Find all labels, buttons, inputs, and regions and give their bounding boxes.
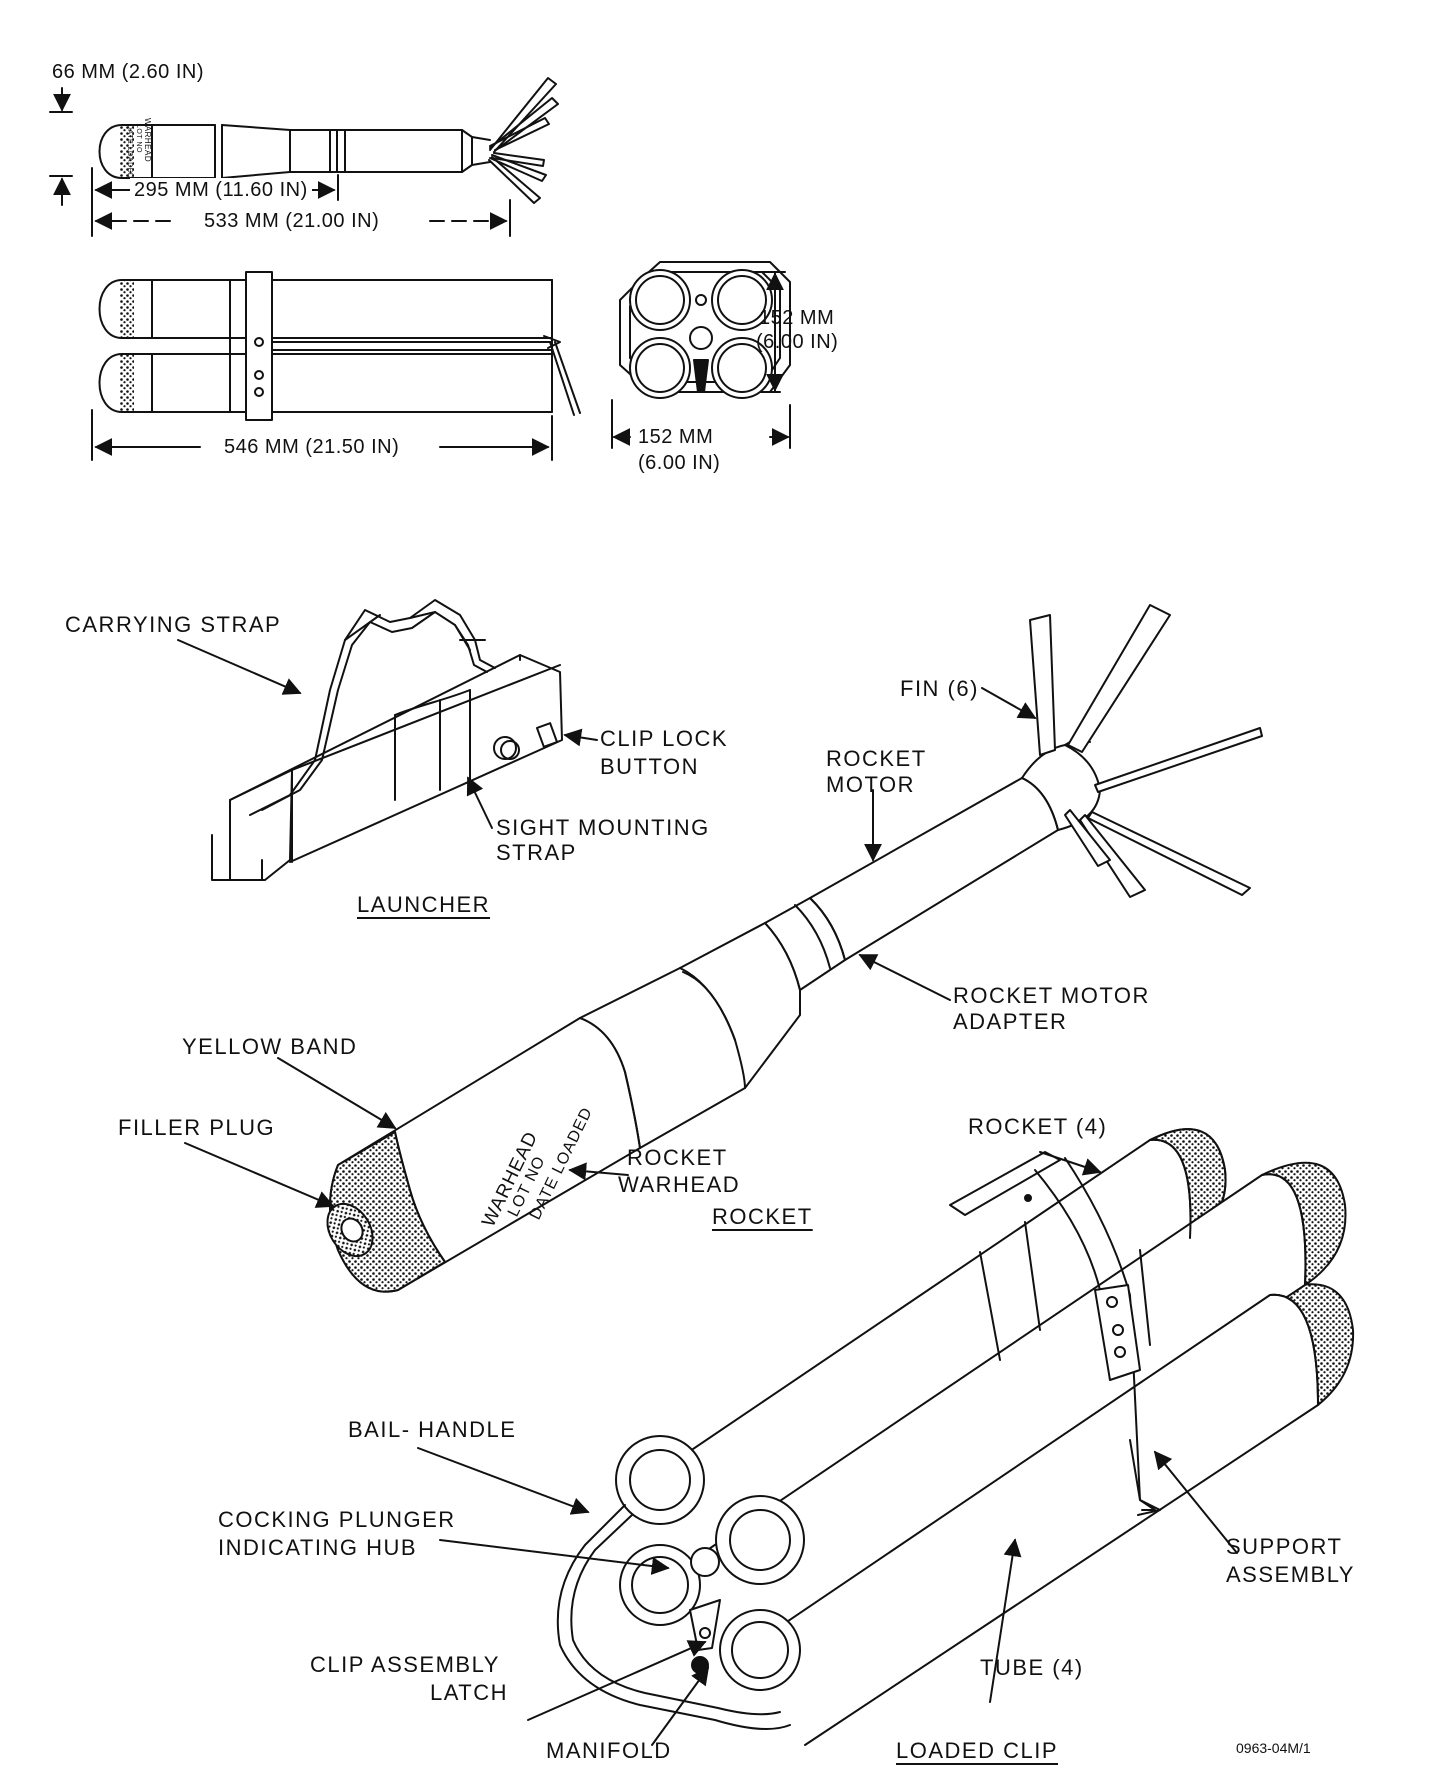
label-rocket-warhead-1: ROCKET	[627, 1145, 728, 1170]
label-rocket-motor-2: MOTOR	[826, 772, 915, 797]
loaded-clip-illustration	[558, 1129, 1353, 1745]
dim-rocket-length: 533 MM (21.00 IN)	[200, 209, 384, 233]
side-view-clip	[92, 262, 790, 460]
label-manifold: MANIFOLD	[546, 1738, 672, 1763]
callout-leaders	[178, 640, 1237, 1745]
figure-code: 0963-04M/1	[1236, 1740, 1311, 1756]
label-clip-lock-button-1: CLIP LOCK	[600, 726, 729, 751]
label-filler-plug: FILLER PLUG	[118, 1115, 276, 1140]
label-carrying-strap: CARRYING STRAP	[65, 612, 282, 637]
label-cocking-plunger-1: COCKING PLUNGER	[218, 1507, 456, 1532]
label-sight-mounting-2: STRAP	[496, 840, 577, 865]
label-rocket-motor-1: ROCKET	[826, 746, 927, 771]
side-view-rocket	[50, 78, 558, 236]
dim-clip-width-in: (6.00 IN)	[638, 452, 721, 474]
dim-clip-length: 546 MM (21.50 IN)	[220, 435, 404, 459]
label-tube: TUBE (4)	[980, 1655, 1084, 1680]
label-bail-handle: BAIL- HANDLE	[348, 1417, 517, 1442]
small-marking-date: DATE LOADED	[126, 124, 133, 179]
title-loaded-clip: LOADED CLIP	[896, 1738, 1058, 1763]
label-clip-assembly-latch-2: LATCH	[430, 1680, 508, 1705]
rocket-illustration	[318, 605, 1262, 1292]
dim-warhead-length: 295 MM (11.60 IN)	[130, 178, 312, 202]
title-launcher: LAUNCHER	[357, 892, 491, 917]
small-marking-warhead: WARHEAD	[143, 118, 152, 163]
label-cocking-plunger-2: INDICATING HUB	[218, 1535, 418, 1560]
label-rocket-count: ROCKET (4)	[968, 1114, 1108, 1139]
title-rocket: ROCKET	[712, 1204, 813, 1229]
dim-diameter: 66 MM (2.60 IN)	[52, 61, 204, 83]
label-clip-lock-button-2: BUTTON	[600, 754, 700, 779]
label-rocket-motor-adapter-2: ADAPTER	[953, 1009, 1068, 1034]
dim-clip-width-mm: 152 MM	[634, 425, 718, 449]
label-sight-mounting-1: SIGHT MOUNTING	[496, 815, 710, 840]
label-fin: FIN (6)	[900, 676, 979, 701]
label-support-assembly-1: SUPPORT	[1226, 1534, 1343, 1559]
label-rocket-motor-adapter-1: ROCKET MOTOR	[953, 983, 1150, 1008]
label-rocket-warhead-2: WARHEAD	[618, 1172, 741, 1197]
label-yellow-band: YELLOW BAND	[182, 1034, 358, 1059]
label-clip-assembly-latch-1: CLIP ASSEMBLY	[310, 1652, 500, 1677]
small-marking-lot: LOT NO	[135, 124, 142, 153]
dim-clip-height-mm: 152 MM	[759, 307, 835, 329]
dim-clip-height-in: (6.00 IN)	[756, 331, 839, 353]
label-support-assembly-2: ASSEMBLY	[1226, 1562, 1355, 1587]
